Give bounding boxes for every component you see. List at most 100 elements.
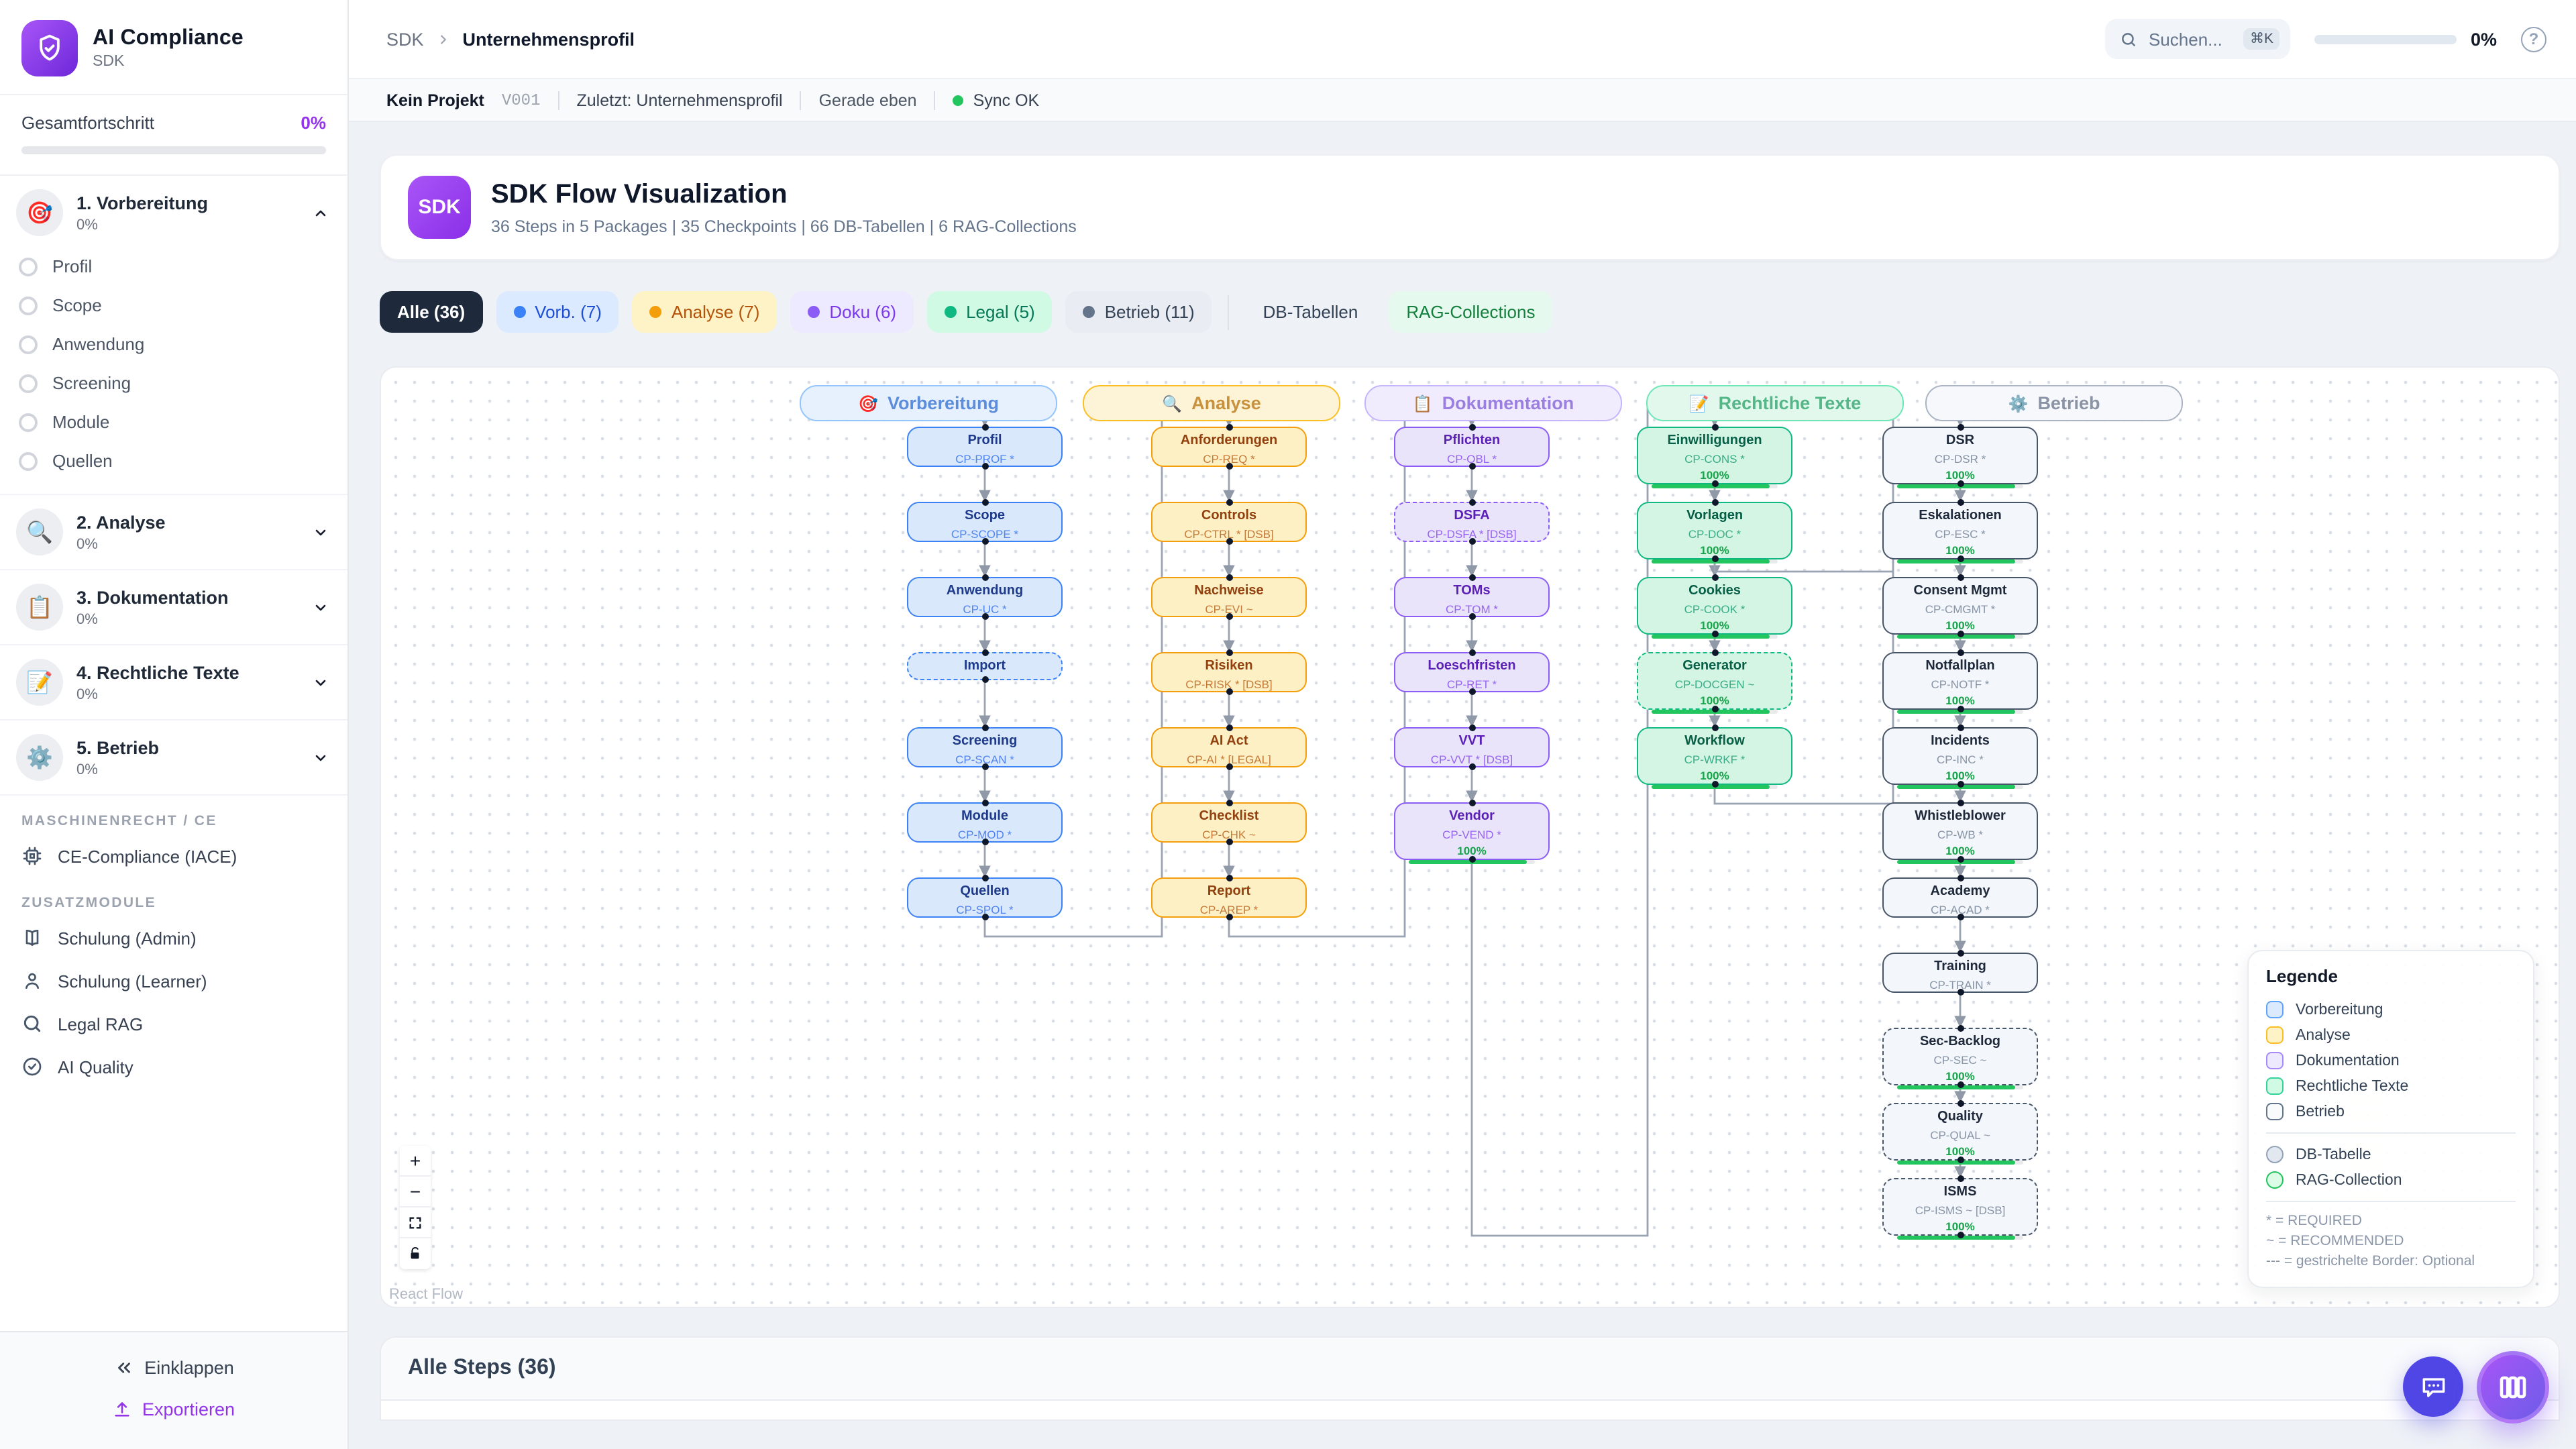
chevrons-left-icon [117,1362,130,1373]
node-progress-value: 100% [1945,1144,1975,1157]
filter-pill-doku-6-[interactable]: Doku (6) [790,291,914,333]
overall-progress: Gesamtfortschritt 0% [0,95,347,176]
legend-swatch-icon [2266,1052,2284,1069]
node-progress-bar [1897,559,2023,564]
legend-item-rechtliche-texte: Rechtliche Texte [2266,1073,2516,1099]
sidebar-item-profil[interactable]: Profil [16,247,329,286]
export-button[interactable]: Exportieren [0,1389,347,1430]
reactflow-attribution: React Flow [389,1287,464,1303]
section-header[interactable]: 🔍 2. Analyse 0% [16,508,329,555]
zoom-out-button[interactable]: − [400,1177,431,1208]
sidebar-section-1: 🎯 1. Vorbereitung 0% Profil Scope Anwend… [0,176,347,495]
search-shortcut: ⌘K [2243,28,2280,50]
divider [557,91,559,109]
node-progress-bar [1409,859,1535,864]
legend-item-analyse: Analyse [2266,1022,2516,1048]
sidebar-nav: 🎯 1. Vorbereitung 0% Profil Scope Anwend… [0,176,347,1331]
filter-pill-betrieb-11-[interactable]: Betrieb (11) [1065,291,1212,333]
kanban-panel-button[interactable] [2477,1351,2549,1424]
section-header[interactable]: 📋 3. Dokumentation 0% [16,584,329,631]
flow-column-header-analyse[interactable]: 🔍Analyse [1083,385,1340,421]
overall-progress-bar [21,146,326,154]
section-header[interactable]: 🎯 1. Vorbereitung 0% [16,189,329,236]
node-progress-value: 100% [1945,468,1975,481]
collapse-sidebar-button[interactable]: Einklappen [0,1347,347,1389]
sidebar-item-quellen[interactable]: Quellen [16,441,329,480]
status-circle-icon [19,451,38,470]
flow-column-header-vorbereitung[interactable]: 🎯Vorbereitung [800,385,1057,421]
filter-pill-vorb-7-[interactable]: Vorb. (7) [496,291,619,333]
filter-pill-db-tabellen[interactable]: DB-Tabellen [1245,291,1376,333]
breadcrumb-root[interactable]: SDK [386,29,424,49]
legend-title: Legende [2266,966,2338,986]
sidebar-item-ai-quality[interactable]: AI Quality [0,1045,347,1088]
chip-icon [21,845,43,867]
node-progress-bar [1897,709,2023,714]
flow-node-import[interactable]: Import [907,649,1063,683]
filter-pill-alle-36-[interactable]: Alle (36) [380,291,483,333]
filter-pill-legal-5-[interactable]: Legal (5) [927,291,1053,333]
node-progress-value: 100% [1945,768,1975,782]
sidebar-item-scope[interactable]: Scope [16,286,329,325]
sidebar-item-module[interactable]: Module [16,402,329,441]
zoom-in-button[interactable]: + [400,1146,431,1177]
sidebar-item-anwendung[interactable]: Anwendung [16,325,329,364]
sidebar-item-ce-compliance[interactable]: CE-Compliance (IACE) [0,835,347,877]
filter-pill-analyse-7-[interactable]: Analyse (7) [632,291,777,333]
sidebar-item-legal-rag[interactable]: Legal RAG [0,1002,347,1045]
flow-column-header-betrieb[interactable]: ⚙️Betrieb [1925,385,2183,421]
sidebar-item-schulung-admin-[interactable]: Schulung (Admin) [0,916,347,959]
chat-button[interactable] [2403,1356,2463,1417]
check-circle-icon [21,1056,43,1077]
search-input[interactable]: Suchen... ⌘K [2105,19,2291,59]
help-icon[interactable]: ? [2521,26,2546,52]
flow-column-header-dokumentation[interactable]: 📋Dokumentation [1364,385,1622,421]
legend-item-vorbereitung: Vorbereitung [2266,997,2516,1022]
section-header[interactable]: ⚙️ 5. Betrieb 0% [16,734,329,781]
section-header[interactable]: 📝 4. Rechtliche Texte 0% [16,659,329,706]
lock-toggle-button[interactable] [400,1238,431,1269]
fit-view-button[interactable] [400,1208,431,1238]
flow-column-header-rechtliche-texte[interactable]: 📝Rechtliche Texte [1646,385,1904,421]
divider [2266,1132,2516,1134]
sidebar-item-schulung-learner-[interactable]: Schulung (Learner) [0,959,347,1002]
sidebar-item-screening[interactable]: Screening [16,364,329,402]
filter-pill-rag-collections[interactable]: RAG-Collections [1389,291,1553,333]
